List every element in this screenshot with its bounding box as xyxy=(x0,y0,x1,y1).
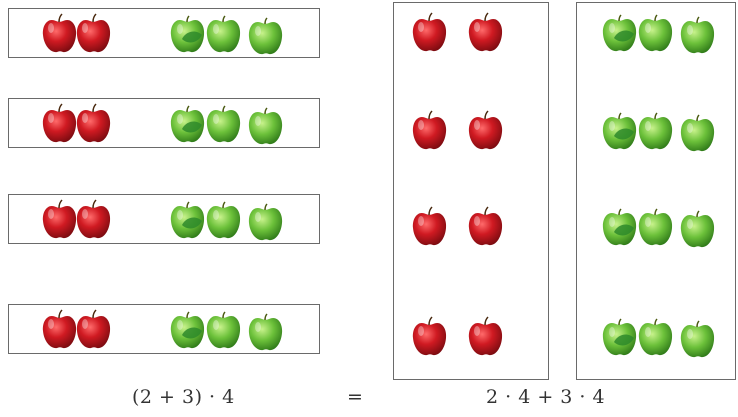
green-apple xyxy=(249,108,282,144)
green-apple xyxy=(207,106,240,142)
red-apple xyxy=(43,104,76,142)
green-apple xyxy=(207,16,240,52)
green-apple xyxy=(249,204,282,240)
red-apple xyxy=(77,310,110,348)
row-4-apples xyxy=(40,309,300,351)
red-apple xyxy=(43,200,76,238)
green-column-apples xyxy=(600,12,730,372)
red-apple xyxy=(43,310,76,348)
green-apple xyxy=(207,202,240,238)
equals-sign: = xyxy=(347,386,363,408)
green-apple xyxy=(249,18,282,54)
green-apple xyxy=(207,312,240,348)
row-2-apples xyxy=(40,103,300,145)
right-formula: 2 · 4 + 3 · 4 xyxy=(486,386,605,408)
green-apple xyxy=(249,314,282,350)
red-apple xyxy=(77,200,110,238)
red-column-apples xyxy=(410,12,540,372)
row-3-apples xyxy=(40,199,300,241)
red-apple xyxy=(77,104,110,142)
row-1-apples xyxy=(40,13,300,55)
left-formula: (2 + 3) · 4 xyxy=(132,386,235,408)
red-apple xyxy=(43,14,76,52)
red-apple xyxy=(77,14,110,52)
